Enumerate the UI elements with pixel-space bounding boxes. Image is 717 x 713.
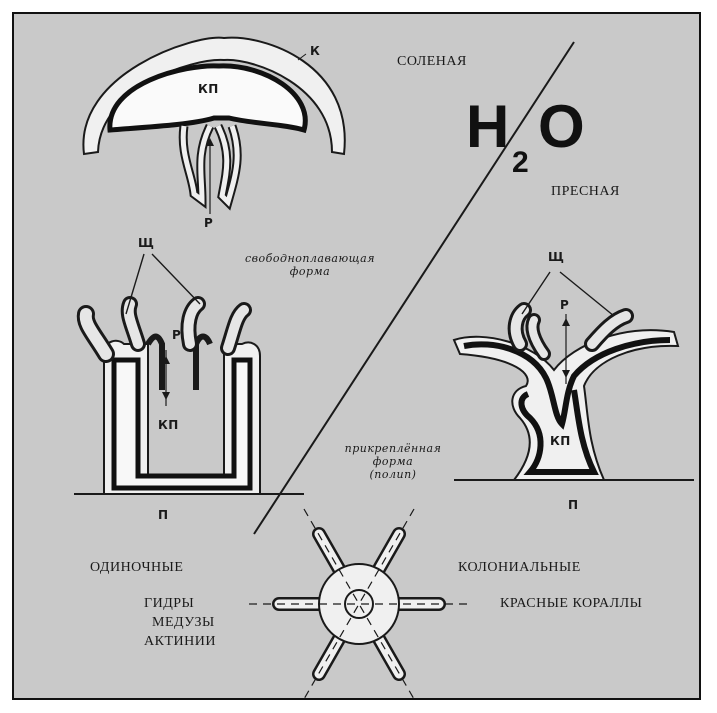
solitary-label: ОДИНОЧНЫЕ [90, 560, 183, 576]
hydra-drawing [74, 304, 304, 494]
tentacle-pointer-right [152, 254, 200, 304]
marker-kp-coral: КП [550, 434, 571, 448]
free-form-line-1: свободноплавающая [240, 252, 380, 265]
solitary-examples: ГИДРЫ МЕДУЗЫ АКТИНИИ [144, 594, 216, 651]
marker-sch-right: Щ [548, 250, 564, 264]
colonial-examples: КРАСНЫЕ КОРАЛЛЫ [500, 596, 642, 612]
diagram-panel: H 2 O СОЛЕНАЯ ПРЕСНАЯ К КП Р Щ Р КП П Щ … [12, 12, 701, 700]
attached-form-line-1: прикреплённая [338, 442, 448, 455]
formula-subscript: 2 [512, 146, 529, 180]
colonial-label: КОЛОНИАЛЬНЫЕ [458, 560, 581, 576]
marker-p-coral: П [568, 498, 579, 512]
example-medusa: МЕДУЗЫ [152, 613, 216, 632]
coral-pointer-left [522, 272, 550, 314]
fresh-water-label: ПРЕСНАЯ [551, 184, 620, 200]
formula-o: O [538, 92, 585, 161]
marker-r-hydra: Р [172, 328, 181, 342]
medusa-drawing [83, 38, 344, 214]
radial-symmetry-drawing [249, 509, 469, 699]
example-actinia: АКТИНИИ [144, 632, 216, 651]
marker-sch-left: Щ [138, 236, 154, 250]
marker-kp-medusa: КП [198, 82, 219, 96]
marker-p-hydra: П [158, 508, 169, 522]
free-form-caption: свободноплавающая форма [240, 252, 380, 278]
example-hydra: ГИДРЫ [144, 594, 216, 613]
attached-form-caption: прикреплённая форма (полип) [338, 442, 448, 481]
marker-r-coral: Р [560, 298, 569, 312]
attached-form-line-2: форма [338, 455, 448, 468]
attached-form-line-3: (полип) [338, 468, 448, 481]
salt-water-label: СОЛЕНАЯ [397, 54, 467, 70]
formula-h: H [466, 92, 510, 161]
marker-kp-hydra: КП [158, 418, 179, 432]
coral-drawing [454, 310, 694, 480]
marker-r-medusa: Р [204, 216, 213, 230]
marker-k-medusa: К [310, 44, 320, 58]
free-form-line-2: форма [240, 265, 380, 278]
